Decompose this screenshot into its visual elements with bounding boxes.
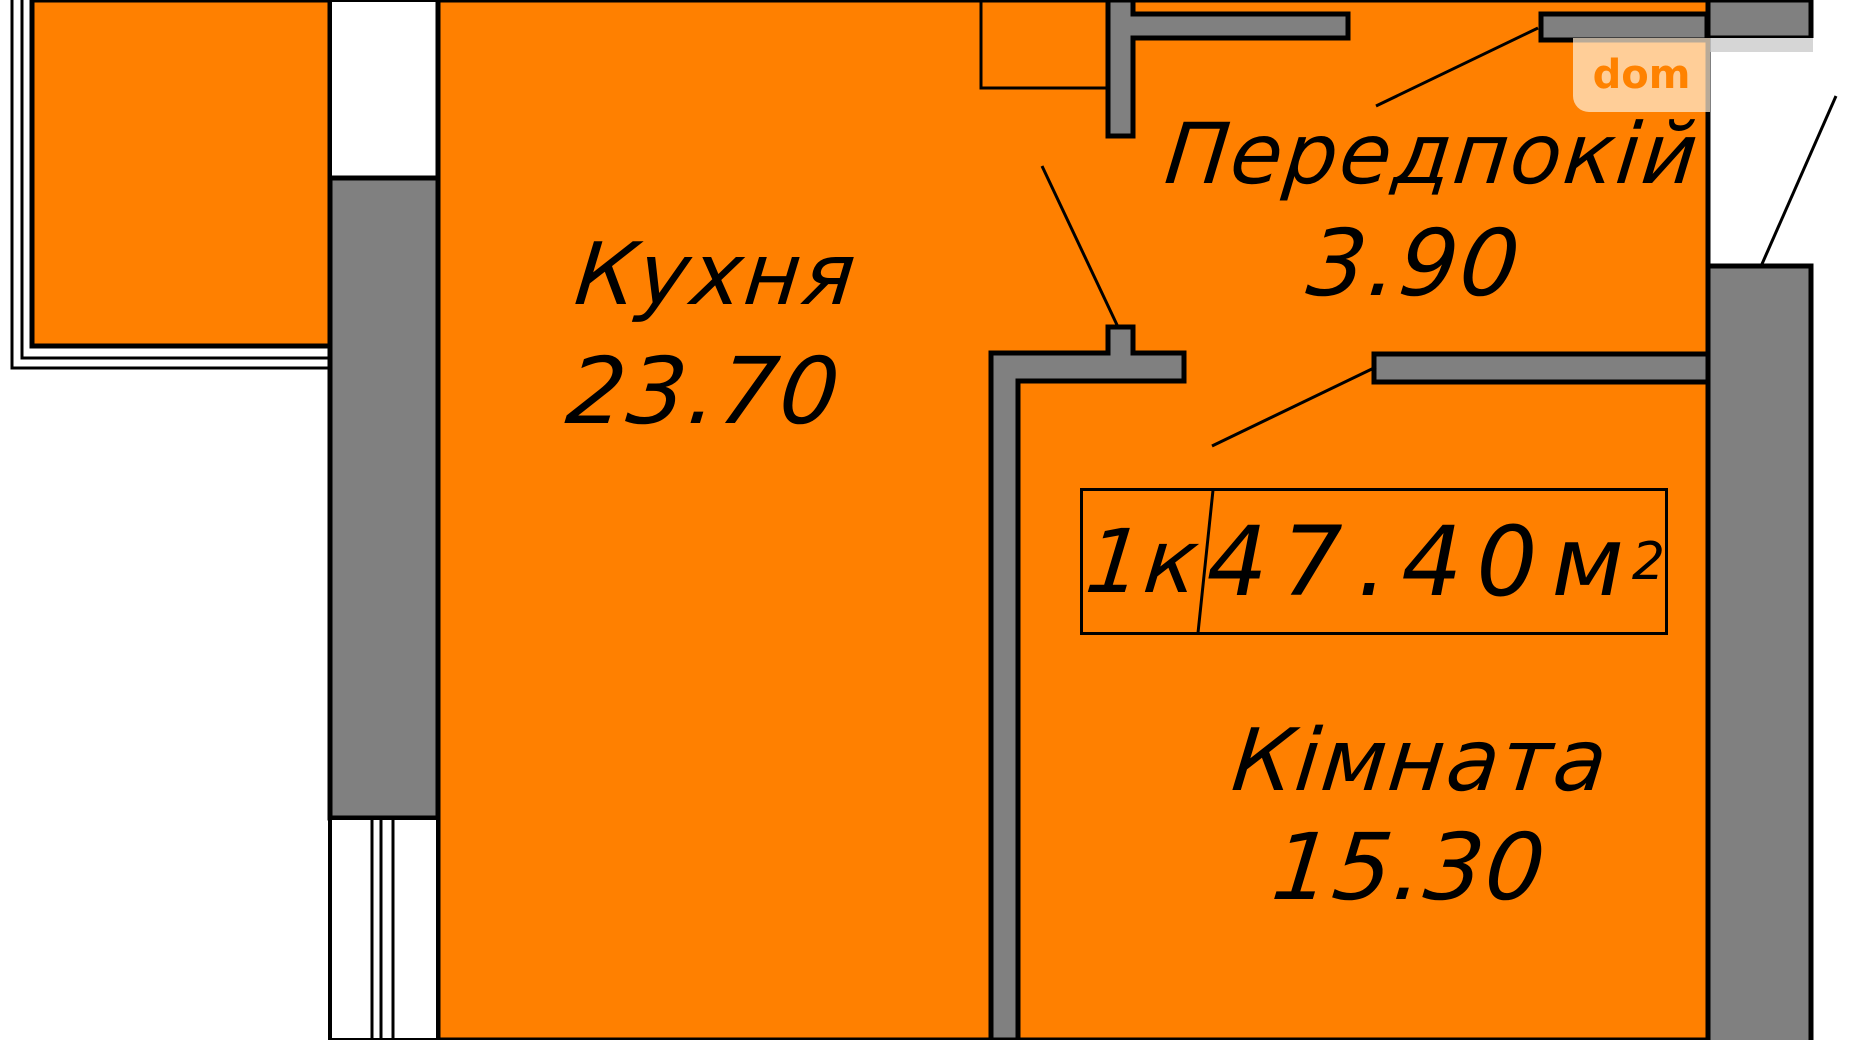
watermark-logo: dom <box>1573 38 1710 112</box>
door-swing-room <box>1211 365 1377 448</box>
window-right <box>1708 38 1850 266</box>
room-name: Передпокій <box>1160 105 1705 203</box>
rooms-count: 1к <box>1075 491 1215 632</box>
door-swing-entry <box>1375 26 1539 108</box>
window-bottom-left <box>328 816 440 1040</box>
area-unit-exponent: 2 <box>1631 531 1665 592</box>
room-area: 15.30 <box>1267 814 1552 921</box>
room-area: 3.90 <box>1302 210 1527 317</box>
room-area: 23.70 <box>561 338 847 445</box>
window-top-left <box>328 0 440 180</box>
room-name: Кімната <box>1227 711 1614 811</box>
wall-top-right-corner <box>1705 0 1814 41</box>
watermark-bar <box>1710 38 1813 52</box>
wall-hall-room <box>1371 351 1711 385</box>
window-swing-right <box>1760 95 1838 265</box>
room-label-living-room: Кімната 15.30 <box>1145 711 1686 921</box>
room-label-kitchen: Кухня 23.70 <box>519 225 901 445</box>
wall-top-t <box>1105 0 1351 139</box>
wall-left <box>327 175 441 821</box>
wall-right <box>1705 263 1814 1040</box>
room-label-hallway: Передпокій 3.90 <box>1150 105 1705 317</box>
room-name: Кухня <box>570 225 862 325</box>
door-swing-kitchen <box>1040 165 1120 328</box>
total-area-value: 47.40м <box>1206 505 1638 618</box>
balcony <box>10 0 333 370</box>
watermark-text: dom <box>1592 52 1691 98</box>
wall-top-right <box>1538 11 1710 43</box>
wall-inner-l <box>988 324 1187 1040</box>
shaft-outline <box>979 0 1110 90</box>
